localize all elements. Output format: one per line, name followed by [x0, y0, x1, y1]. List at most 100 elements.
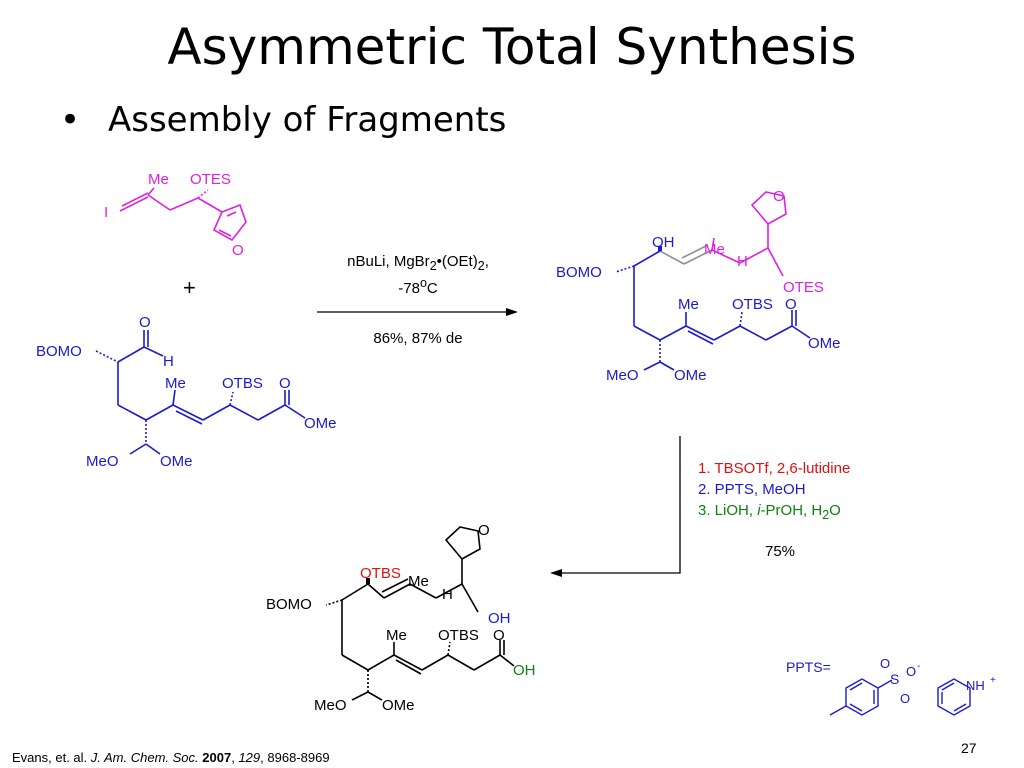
reagent-text: , — [484, 253, 489, 270]
p1-ome-acetal: OMe — [674, 367, 707, 384]
bond — [117, 404, 147, 421]
bond — [119, 196, 149, 212]
bond — [367, 691, 383, 701]
bond — [435, 583, 463, 599]
frag-b-ester-o: O — [279, 375, 291, 392]
p1-meo-acetal: MeO — [606, 367, 639, 384]
citation-pages: 8968-8969 — [267, 750, 330, 765]
bond — [659, 325, 687, 341]
bond — [421, 654, 449, 671]
frag-b-meo-acetal: MeO — [86, 453, 119, 470]
citation-year: 2007 — [202, 750, 232, 765]
ppts-o1: O — [880, 656, 890, 671]
p2-me: Me — [386, 627, 407, 644]
ppts-o-minus: O — [906, 664, 916, 679]
product-2 — [325, 526, 515, 701]
p2-furan-o: O — [478, 522, 490, 539]
p1-furan-o: O — [773, 188, 785, 205]
bond-hashed — [615, 265, 635, 273]
bond — [791, 325, 811, 339]
temperature-unit: C — [426, 280, 438, 297]
frag-a-otes: OTES — [190, 171, 231, 188]
arrowhead-2-icon — [550, 569, 562, 577]
bond — [341, 583, 369, 601]
reaction2-steps: 1. TBSOTf, 2,6-lutidine 2. PPTS, MeOH 3.… — [698, 458, 850, 526]
bond — [447, 654, 475, 671]
bond — [143, 346, 164, 357]
bond — [473, 654, 501, 671]
bond — [633, 325, 661, 341]
bond — [409, 583, 437, 599]
citation: Evans, et. al. J. Am. Chem. Soc. 2007, 1… — [12, 750, 330, 765]
benzene-ring — [845, 678, 879, 716]
bond — [393, 654, 423, 671]
frag-b-aldehyde-o: O — [139, 314, 151, 331]
bond — [711, 237, 715, 251]
ppts-plus: + — [990, 675, 996, 686]
bullet-text: Assembly of Fragments — [108, 100, 507, 140]
bond-hashed — [197, 189, 209, 199]
bond — [169, 197, 199, 211]
bond — [117, 346, 145, 363]
reagent-text: nBuLi, MgBr — [347, 253, 430, 270]
step-3-sub: 2 — [822, 508, 830, 522]
reagent-sub: 2 — [477, 259, 485, 273]
step-2: 2. PPTS, MeOH — [698, 481, 806, 498]
step-3-text: -PrOH, H — [760, 502, 823, 519]
reaction1-temperature: -78oC — [318, 276, 518, 297]
step-3-italic: i — [757, 502, 761, 519]
bond — [351, 691, 369, 701]
step-3-text: 3. LiOH, — [698, 502, 758, 519]
p1-h: H — [737, 253, 748, 270]
p2-bomo: BOMO — [266, 596, 312, 613]
citation-volume: 129 — [238, 750, 261, 765]
furan-ring — [212, 203, 247, 242]
p1-otbs: OTBS — [732, 296, 773, 313]
furan-ring — [444, 526, 481, 561]
fragment-b — [95, 330, 306, 455]
p2-me-top: Me — [408, 573, 429, 590]
bond — [147, 194, 171, 211]
ppts-label: PPTS= — [786, 659, 831, 675]
bond — [461, 583, 479, 613]
p2-meo-acetal: MeO — [314, 697, 347, 714]
bond-double — [395, 659, 422, 675]
page-number: 27 — [961, 740, 977, 756]
arrowhead-1-icon — [506, 308, 518, 316]
bond-aromatic — [849, 703, 863, 712]
bond-double — [226, 211, 237, 217]
ppts-s: S — [890, 671, 899, 687]
ppts-nh: NH — [966, 678, 985, 693]
p1-me-top: Me — [704, 241, 725, 258]
bond — [739, 247, 769, 264]
bond — [172, 404, 204, 421]
bond — [383, 583, 411, 599]
slide-title: Asymmetric Total Synthesis — [167, 18, 857, 76]
bullet-item: • Assembly of Fragments — [60, 100, 506, 140]
furan-ring — [750, 191, 787, 226]
bond — [145, 404, 174, 421]
frag-b-bomo: BOMO — [36, 343, 82, 360]
frag-b-ome: OMe — [304, 415, 337, 432]
bond — [685, 325, 715, 341]
bond — [172, 389, 176, 406]
bond-hashed — [95, 350, 119, 363]
bond — [147, 187, 155, 196]
bullet-dot-icon: • — [60, 100, 81, 140]
bond — [739, 325, 767, 341]
reagent-text: •(OEt) — [436, 253, 478, 270]
frag-b-me: Me — [165, 375, 186, 392]
degree-sup: o — [419, 276, 427, 290]
bond-hashed — [739, 311, 743, 327]
product-1 — [615, 191, 811, 371]
reaction2-yield: 75% — [764, 543, 796, 560]
p2-acid-o: O — [493, 627, 505, 644]
bond — [129, 443, 147, 455]
frag-a-me: Me — [148, 171, 169, 188]
citation-authors: Evans, et. al. — [12, 750, 91, 765]
bond — [197, 197, 223, 213]
bond — [229, 404, 259, 421]
reaction1-reagents: nBuLi, MgBr2•(OEt)2, — [318, 253, 518, 273]
